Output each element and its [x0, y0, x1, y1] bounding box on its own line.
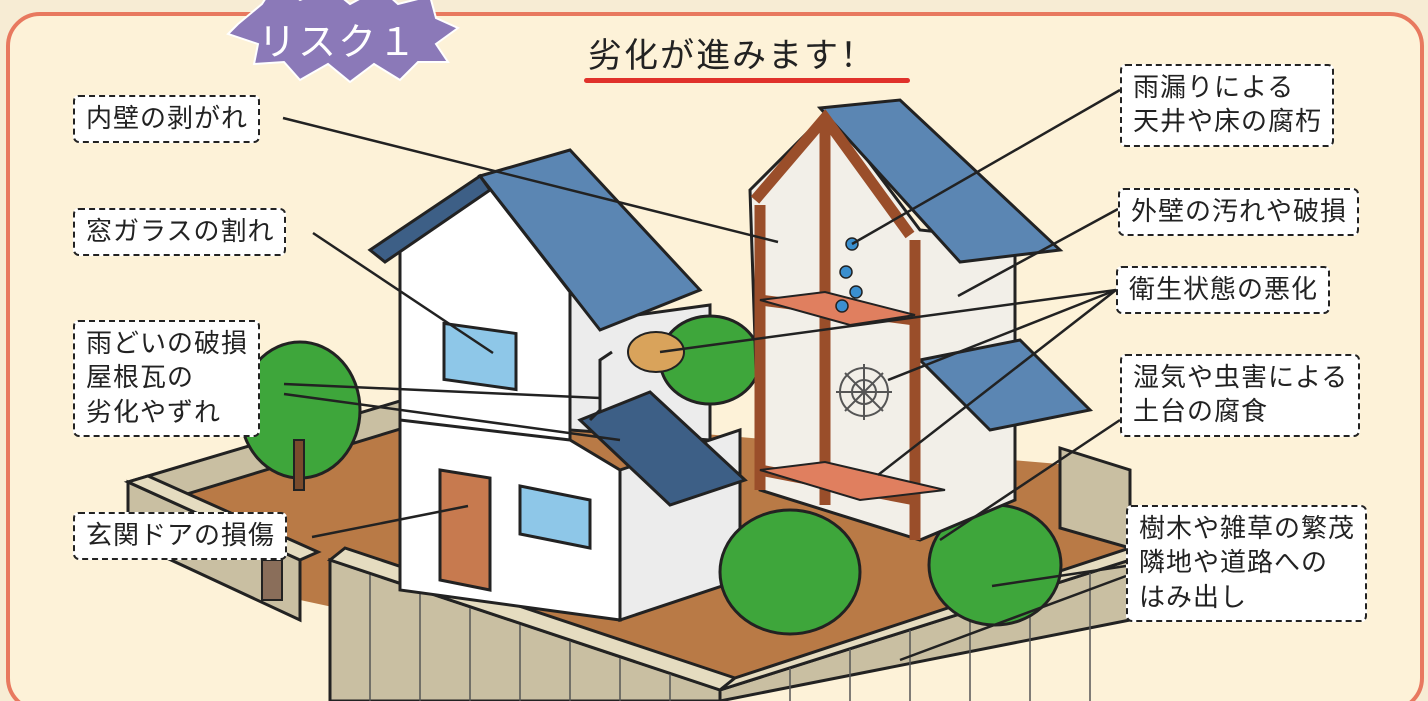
callout-overgrowth-line-1: 樹木や雑草の繁茂: [1139, 514, 1356, 544]
callout-rain-leak-line-1: 雨漏りによる: [1133, 73, 1295, 103]
trees: [238, 314, 1063, 636]
callout-overgrowth-line-2: 隣地や道路への: [1139, 548, 1329, 579]
callout-exterior-wall-text: 外壁の汚れや破損: [1131, 197, 1348, 227]
callout-rain-leak: 雨漏りによる 天井や床の腐朽: [1120, 64, 1335, 147]
gutter-pipe: [588, 350, 613, 422]
callout-gutter-line-1: 雨どいの破損: [86, 329, 249, 359]
callout-window-glass: 窓ガラスの割れ: [73, 208, 287, 257]
fallen-roof-tiles: [577, 390, 748, 507]
left-roof: [477, 148, 703, 332]
callout-hygiene-text: 衛生状態の悪化: [1129, 275, 1319, 305]
callout-gutter-line-2: 屋根瓦の: [86, 363, 195, 394]
callout-humidity-line-2: 土台の腐食: [1133, 397, 1269, 428]
water-drops: [835, 237, 863, 313]
callout-entrance-door-text: 玄関ドアの損傷: [86, 521, 276, 551]
title-underline: [584, 78, 910, 83]
spider-web: [836, 364, 892, 420]
wasp-nest: [627, 331, 685, 373]
risk-badge-burst: [226, 0, 460, 84]
callout-window-glass-text: 窓ガラスの割れ: [86, 217, 275, 247]
callout-humidity-line-1: 湿気や虫害による: [1133, 363, 1349, 393]
lower-window: [518, 484, 592, 550]
callout-interior-wall-text: 内壁の剥がれ: [86, 104, 249, 134]
callout-overgrowth: 樹木や雑草の繁茂 隣地や道路への はみ出し: [1126, 505, 1368, 622]
callout-overgrowth-line-3: はみ出し: [1139, 582, 1248, 613]
callout-interior-wall: 内壁の剥がれ: [73, 95, 261, 144]
callout-gutter: 雨どいの破損 屋根瓦の 劣化やずれ: [73, 320, 261, 437]
page-title: 劣化が進みます！: [588, 36, 876, 76]
leader-lines: [282, 88, 1127, 662]
callout-entrance-door: 玄関ドアの損傷: [73, 512, 288, 561]
right-roof: [816, 98, 1064, 264]
broken-window: [442, 321, 518, 392]
callout-humidity: 湿気や虫害による 土台の腐食: [1120, 354, 1361, 437]
callout-gutter-line-3: 劣化やずれ: [86, 397, 222, 428]
right-house-frame: [627, 98, 1094, 542]
rotten-floor-lower: [759, 460, 946, 502]
callout-rain-leak-line-2: 天井や床の腐朽: [1133, 107, 1323, 138]
callout-exterior-wall: 外壁の汚れや破損: [1118, 188, 1360, 237]
entrance-door: [438, 468, 492, 592]
callout-hygiene: 衛生状態の悪化: [1116, 266, 1331, 315]
risk-badge-label: リスク１: [258, 20, 419, 64]
